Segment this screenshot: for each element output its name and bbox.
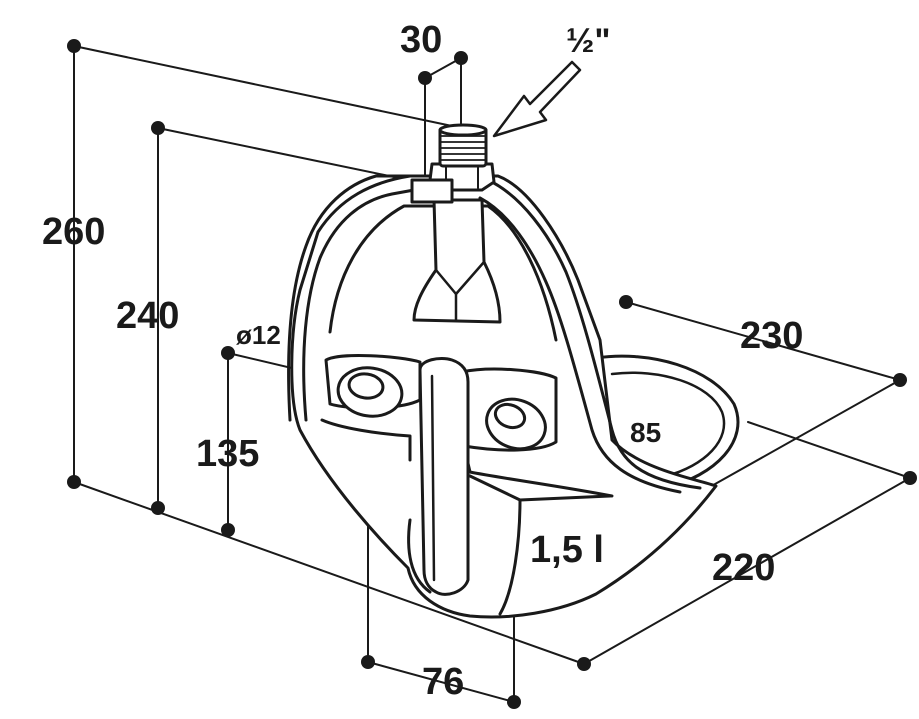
valve-lever bbox=[418, 356, 470, 596]
bowl-body bbox=[287, 174, 740, 619]
thread-arrow-icon bbox=[492, 60, 582, 138]
dimension-dots bbox=[67, 39, 917, 709]
label-bowl-width: 230 bbox=[740, 315, 803, 357]
label-inlet-height: 135 bbox=[196, 433, 259, 475]
label-base-length: 220 bbox=[712, 547, 775, 589]
inlet-left bbox=[336, 366, 404, 418]
label-thread-size: ½" bbox=[566, 22, 610, 60]
threaded-connector bbox=[410, 123, 496, 204]
label-inlet-spacing: 76 bbox=[422, 661, 464, 703]
label-pipe-width: 30 bbox=[400, 19, 442, 61]
label-total-height: 260 bbox=[42, 211, 105, 253]
label-bowl-depth: 85 bbox=[630, 417, 661, 448]
inlet-right bbox=[485, 397, 547, 451]
label-inner-height: 240 bbox=[116, 295, 179, 337]
inlet-pipe bbox=[412, 198, 502, 324]
label-inlet-diameter: ø12 bbox=[236, 320, 281, 350]
label-volume: 1,5 l bbox=[530, 529, 604, 571]
